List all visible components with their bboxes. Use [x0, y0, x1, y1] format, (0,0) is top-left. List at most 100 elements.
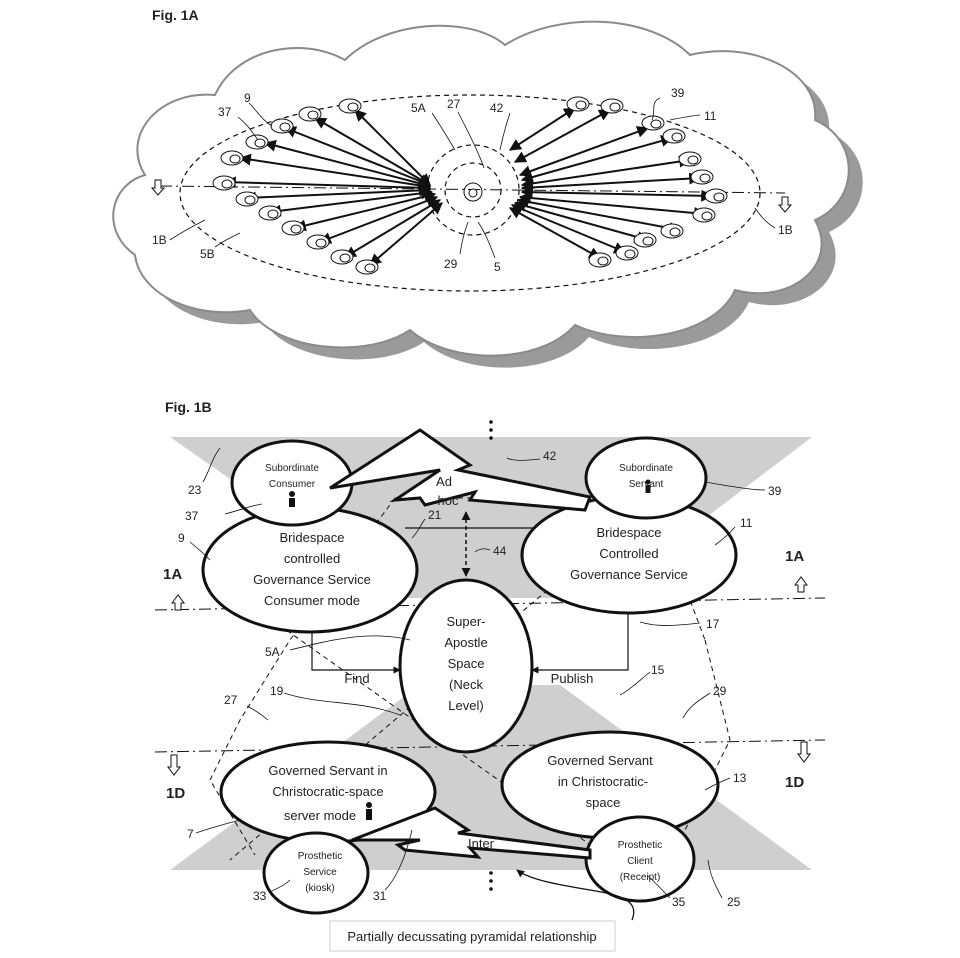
adhoc-line1: Ad: [436, 474, 452, 489]
fig-1a-refs: 37 9 5A 27 42 39 11 1B 5B 29 5 1B: [152, 86, 793, 274]
fig-1a: Fig. 1A: [112, 7, 863, 368]
caption-pointer-arrow: [516, 869, 635, 921]
down-arrow-icon: [167, 741, 811, 776]
ref-27: 27: [447, 97, 461, 111]
adhoc-lightning-bolt: [329, 428, 593, 512]
level-labels: 1A 1A 1D 1D: [163, 548, 804, 802]
ref-25: 25: [727, 895, 741, 909]
prosthetic-client-line2: Client: [627, 856, 653, 867]
prosthetic-service-line3: (kiosk): [305, 883, 334, 894]
fig-1a-title: Fig. 1A: [152, 7, 199, 23]
fig-1b-title: Fig. 1B: [165, 399, 212, 415]
ref-19: 19: [270, 684, 284, 698]
bridespace-consumer-line4: Consumer mode: [264, 593, 360, 608]
ref-9: 9: [244, 91, 251, 105]
ref-17: 17: [706, 617, 720, 631]
publish-label: Publish: [551, 671, 594, 686]
ref-33: 33: [253, 889, 267, 903]
super-apostle-line2: Apostle: [444, 635, 487, 650]
left-arrows: [223, 109, 443, 266]
person-icon: [289, 491, 295, 507]
adhoc-line2: hoc: [438, 493, 459, 508]
inter-label: Inter: [468, 836, 495, 851]
continuation-dots: [489, 420, 493, 891]
ref-29: 29: [713, 684, 727, 698]
ref-1b-right: 1B: [778, 223, 793, 237]
subordinate-servant-line1: Subordinate: [619, 463, 673, 474]
prosthetic-service-line2: Service: [303, 867, 337, 878]
subordinate-consumer-line1: Subordinate: [265, 463, 319, 474]
level-1a-right: 1A: [785, 548, 804, 565]
bridespace-controlled-line1: Bridespace: [596, 525, 661, 540]
bridespace-consumer-line1: Bridespace: [279, 530, 344, 545]
ref-9: 9: [178, 531, 185, 545]
up-arrow-icon: [171, 576, 808, 611]
subordinate-servant-line2: Servant: [629, 479, 664, 490]
caption-box: [329, 920, 616, 952]
find-label: Find: [344, 671, 369, 686]
inter-lightning-bolt: [351, 806, 592, 860]
prosthetic-service-line1: Prosthetic: [298, 851, 342, 862]
leader-lines-1b: [189, 447, 766, 899]
governed-christocratic-line1: Governed Servant: [547, 753, 653, 768]
ref-37: 37: [218, 105, 232, 119]
person-icon: [366, 802, 372, 820]
bridespace-controlled-line2: Controlled: [599, 546, 658, 561]
leader-lines-1a: [169, 97, 776, 259]
ref-31: 31: [373, 889, 387, 903]
super-apostle-line4: (Neck: [449, 677, 483, 692]
governed-christocratic-line2: in Christocratic-: [558, 774, 648, 789]
prosthetic-client-line1: Prosthetic: [618, 840, 662, 851]
fig-1b-refs: 23 37 9 21 42 39 11 44 17 5A 15 19 27 29…: [178, 449, 782, 909]
bridespace-consumer-line3: Governance Service: [253, 572, 371, 587]
person-icon: [645, 479, 651, 493]
super-apostle-line1: Super-: [446, 614, 485, 629]
node-markers: [212, 96, 728, 275]
ref-42: 42: [490, 101, 504, 115]
ref-13: 13: [733, 771, 747, 785]
ref-23: 23: [188, 483, 202, 497]
bridespace-consumer-line2: controlled: [284, 551, 340, 566]
super-apostle-line5: Level): [448, 698, 483, 713]
node-labels: Subordinate Consumer Subordinate Servant…: [253, 463, 688, 894]
ref-37: 37: [185, 509, 199, 523]
prosthetic-service-ellipse[interactable]: [262, 831, 370, 915]
ref-5a: 5A: [265, 645, 280, 659]
ref-7: 7: [187, 827, 194, 841]
ref-5a: 5A: [411, 101, 426, 115]
ref-44: 44: [493, 544, 507, 558]
bridespace-consumer-ellipse[interactable]: [201, 506, 419, 634]
ref-42: 42: [543, 449, 557, 463]
right-arrows: [508, 107, 714, 259]
ref-1b-left: 1B: [152, 233, 167, 247]
ref-39: 39: [768, 484, 782, 498]
inner-circle-core: [463, 182, 483, 202]
ref-21: 21: [428, 508, 442, 522]
inner-circle-outer: [426, 144, 520, 236]
level-1d-left: 1D: [166, 785, 185, 802]
super-apostle-ellipse[interactable]: [398, 578, 534, 754]
fig-1b: Fig. 1B: [154, 399, 826, 952]
ref-5: 5: [494, 260, 501, 274]
governed-christocratic-line3: space: [586, 795, 621, 810]
ref-11: 11: [704, 109, 717, 123]
level-1a-left: 1A: [163, 566, 182, 583]
ref-29: 29: [444, 257, 458, 271]
ref-15: 15: [651, 663, 665, 677]
core-node: [468, 188, 478, 198]
ref-27: 27: [224, 693, 238, 707]
ref-39: 39: [671, 86, 685, 100]
governed-server-line1: Governed Servant in: [268, 763, 387, 778]
down-arrow-icon: [150, 179, 793, 213]
subordinate-consumer-line2: Consumer: [269, 479, 316, 490]
ref-5b: 5B: [200, 247, 215, 261]
ref-11: 11: [740, 516, 753, 530]
governed-server-line2: Christocratic-space: [272, 784, 383, 799]
ref-35: 35: [672, 895, 686, 909]
governed-server-line3: server mode: [284, 808, 356, 823]
bridespace-controlled-line3: Governance Service: [570, 567, 688, 582]
inner-circle-mid: [444, 162, 502, 218]
prosthetic-client-line3: (Receipt): [620, 872, 661, 883]
subordinate-servant-ellipse[interactable]: [584, 436, 708, 520]
